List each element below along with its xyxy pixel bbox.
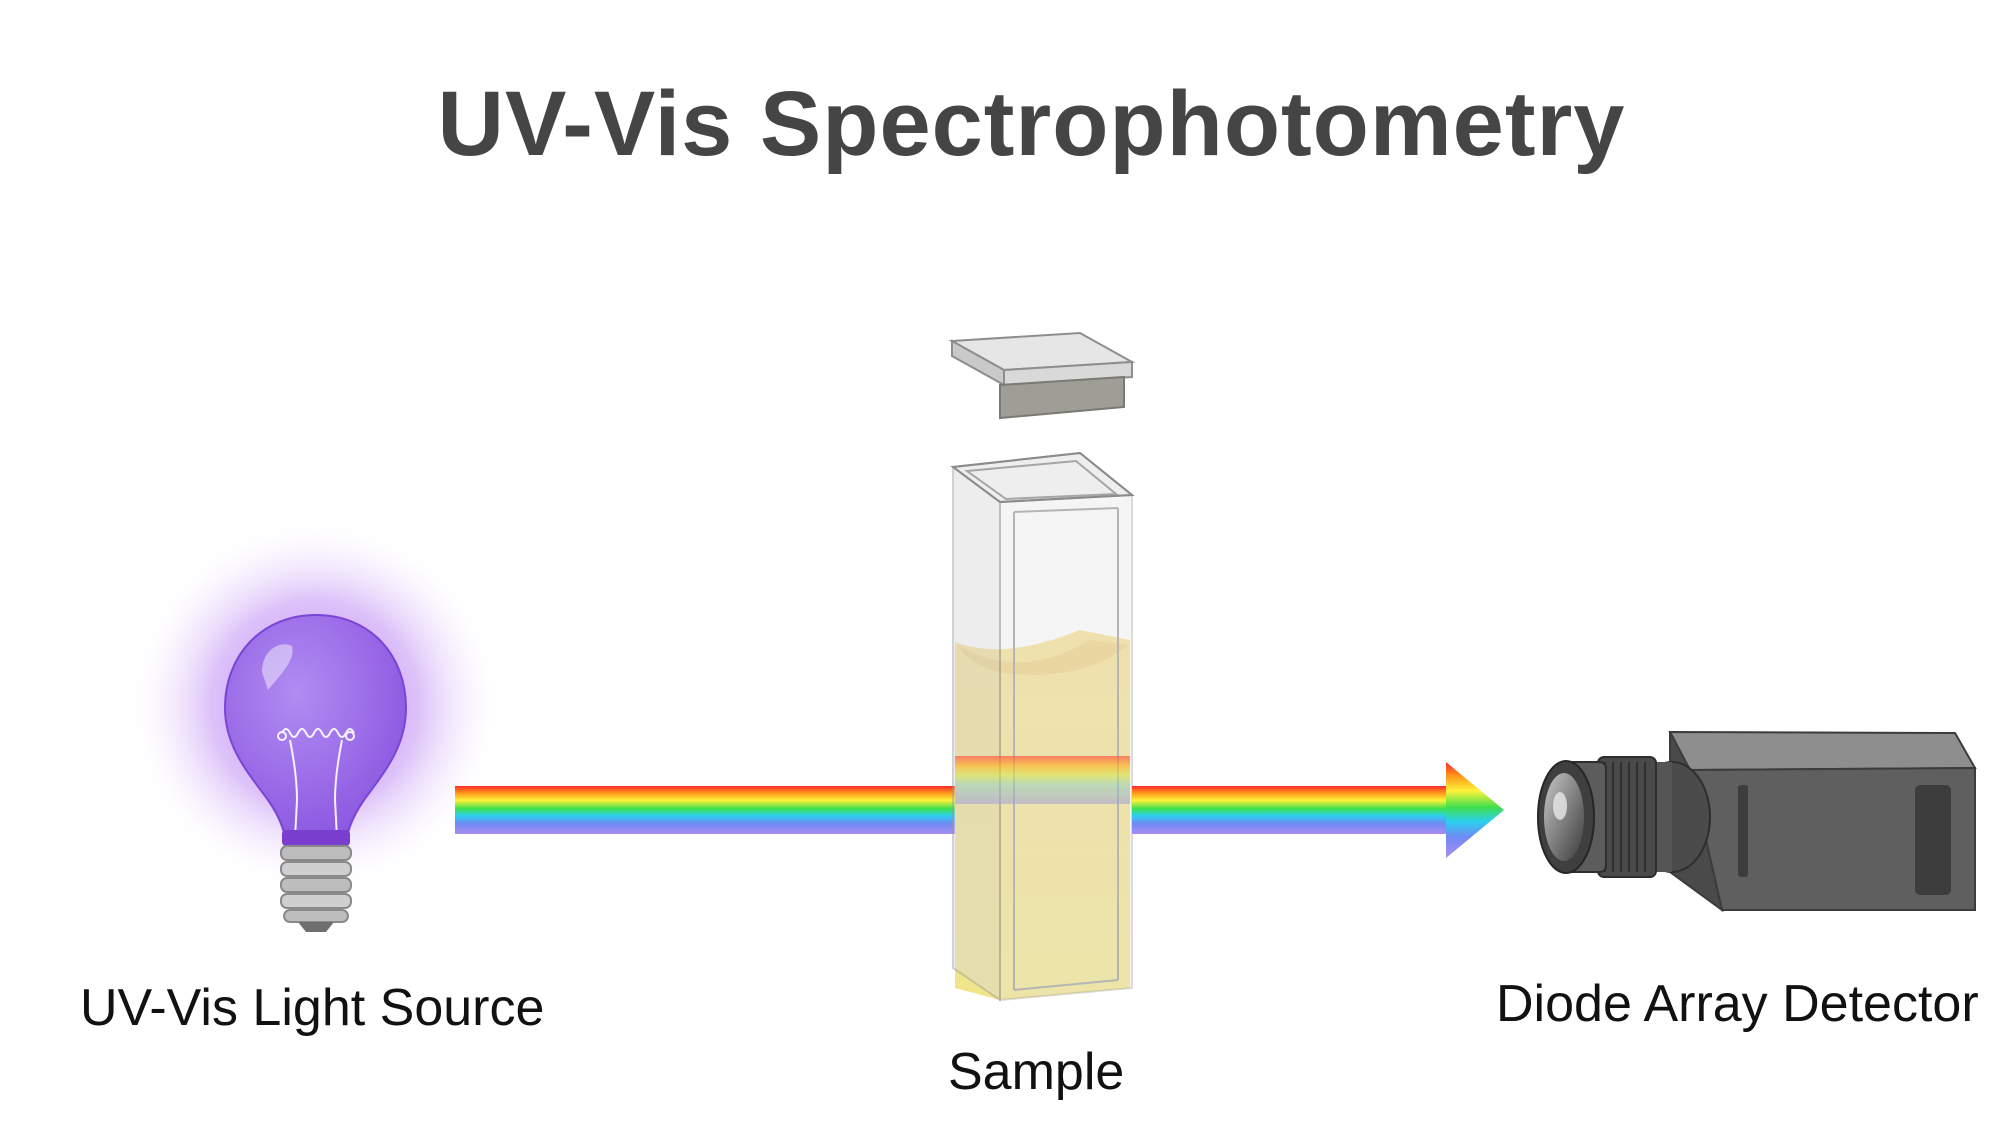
- detector-camera-icon: [1537, 730, 1977, 913]
- light-beam-incident: [455, 786, 955, 834]
- bulb-highlight: [262, 644, 293, 690]
- bulb-collar: [282, 830, 350, 846]
- light-bulb-icon: [125, 515, 505, 932]
- cuvette-cap-icon: [948, 331, 1136, 420]
- label-detector: Diode Array Detector: [1496, 975, 1979, 1033]
- sample-liquid: [955, 630, 1130, 1000]
- cuvette-icon: [950, 451, 1135, 1002]
- label-sample: Sample: [948, 1043, 1125, 1101]
- light-beam-in-sample: [955, 756, 1130, 804]
- label-light-source: UV-Vis Light Source: [80, 979, 545, 1037]
- bulb-filament: [277, 728, 355, 839]
- diagram-title: UV-Vis Spectrophotometry: [437, 73, 1626, 175]
- bulb-base: [280, 845, 352, 932]
- rainbow-beam-arrow-icon: [1132, 762, 1504, 858]
